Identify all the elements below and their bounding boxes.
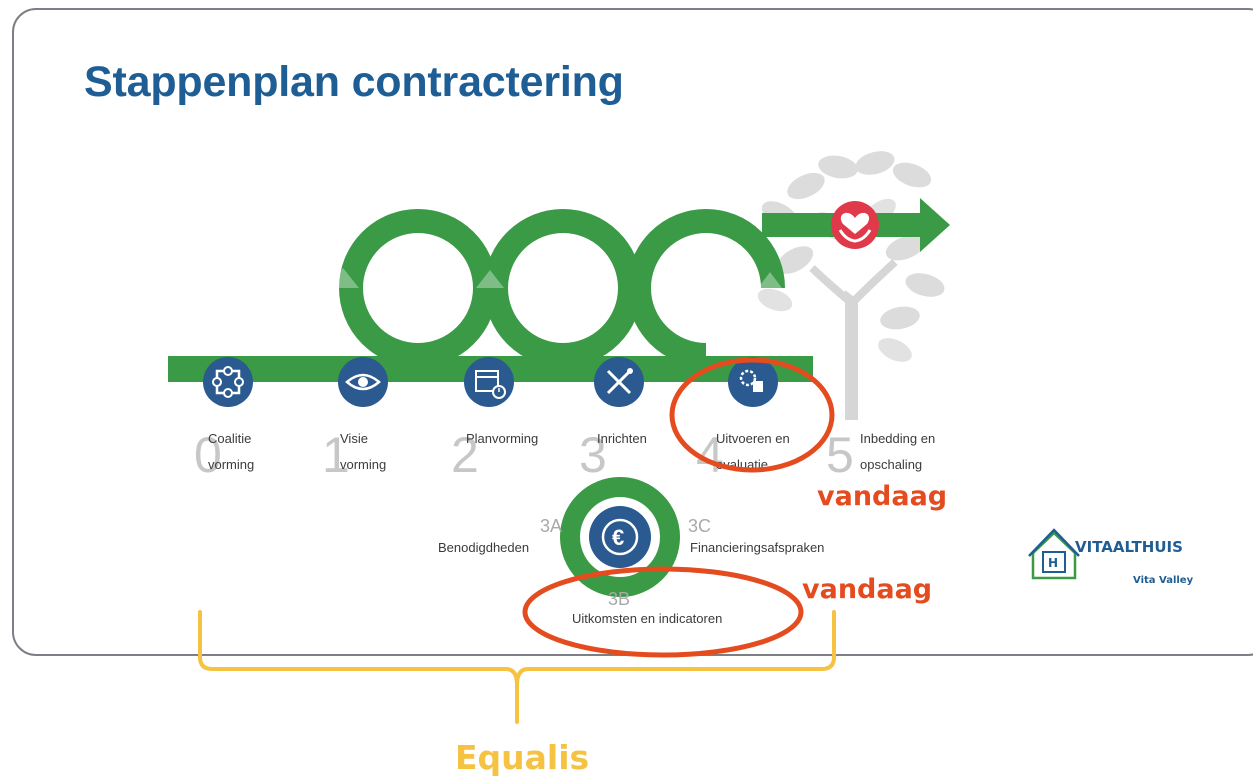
step-0-label-line1: Coalitie: [208, 431, 251, 446]
house-h-icon: H: [1028, 528, 1080, 580]
gear-document-icon: [739, 369, 763, 392]
vitaalthuis-logo: H VITAALTHUIS Vita Valley: [1028, 528, 1194, 586]
substep-3c-label: Financieringsafspraken: [690, 540, 824, 555]
step-0-label-line2: vorming: [208, 457, 254, 472]
calendar-clock-icon: [475, 370, 506, 399]
step-4-label-line1: Uitvoeren en: [716, 431, 790, 446]
step-1-number: 1: [322, 427, 350, 483]
logo-name: VITAALTHUIS: [1075, 538, 1183, 556]
substep-3a-label: Benodigdheden: [438, 540, 529, 555]
highlight-substep-3b: [522, 566, 804, 658]
step-2-label-line1: Planvorming: [466, 431, 538, 446]
today-label-substep-3b: vandaag: [802, 574, 932, 605]
puzzle-icon: [212, 366, 244, 398]
step-0-number: 0: [194, 427, 222, 483]
step-3-number: 3: [579, 427, 607, 483]
step-1-label-line2: vorming: [340, 457, 386, 472]
subprocess-cycle: €: [560, 477, 680, 597]
eye-icon: [345, 373, 381, 391]
today-label-step-4: vandaag: [817, 481, 947, 512]
substep-3a-number: 3A: [540, 516, 562, 536]
step-4-icon: [728, 357, 778, 407]
equalis-label: Equalis: [455, 738, 589, 777]
step-5-label-line2: opschaling: [860, 457, 922, 472]
euro-cycle-icon: €: [601, 518, 639, 556]
substep-3c-number: 3C: [688, 516, 711, 536]
tools-icon: [606, 368, 633, 395]
equalis-bracket: [198, 610, 836, 724]
step-2-number: 2: [451, 427, 479, 483]
highlight-step-4: [669, 357, 835, 473]
step-2-icon: [464, 357, 514, 407]
svg-text:€: €: [612, 525, 624, 550]
substep-3b-label: Uitkomsten en indicatoren: [572, 611, 722, 626]
step-1-label-line1: Visie: [340, 431, 368, 446]
step-0-icon: [203, 357, 253, 407]
svg-text:H: H: [1048, 556, 1058, 570]
step-5-number: 5: [826, 427, 854, 483]
heart-hands-icon: [831, 201, 879, 249]
step-3-icon: [594, 357, 644, 407]
substep-3b-number: 3B: [608, 589, 630, 609]
slide-title: Stappenplan contractering: [84, 58, 624, 106]
step-3-label-line1: Inrichten: [597, 431, 647, 446]
step-5-label-line1: Inbedding en: [860, 431, 935, 446]
flow-arrowhead: [920, 198, 950, 252]
step-1-icon: [338, 357, 388, 407]
logo-subtitle: Vita Valley: [1133, 575, 1194, 586]
